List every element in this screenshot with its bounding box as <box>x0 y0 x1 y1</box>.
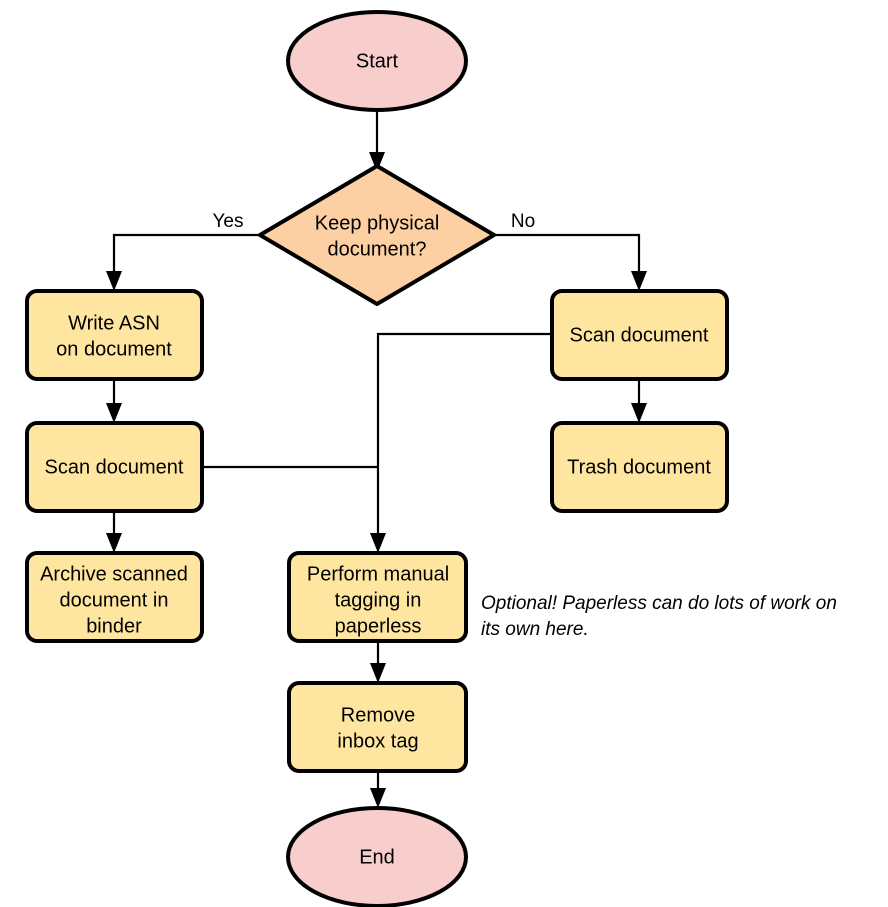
edge-write-asn-to-scan-left <box>106 379 122 423</box>
end-label: End <box>359 846 395 868</box>
arrowhead-icon <box>370 788 386 808</box>
archive-binder-rect <box>25 551 204 643</box>
manual-tagging-label-line1: Perform manual <box>307 563 449 585</box>
decision-label-line1: Keep physical <box>315 212 440 234</box>
node-archive-scanned-document-in-binder[interactable]: Archive scanned document in binder <box>25 551 204 643</box>
edge-tagging-to-remove-tag <box>370 641 386 683</box>
start-label: Start <box>356 50 399 72</box>
trash-document-rect <box>550 421 729 513</box>
edge-label-no: No <box>511 211 535 232</box>
manual-tagging-rect <box>287 551 468 643</box>
node-scan-document-left[interactable]: Scan document <box>25 421 204 513</box>
arrowhead-icon <box>370 663 386 683</box>
edge-scan-right-to-tagging <box>370 332 552 553</box>
edge-decision-yes <box>106 233 260 291</box>
arrowhead-icon <box>106 533 122 553</box>
edge-scan-left-to-archive <box>106 511 122 553</box>
scan-document-left-rect <box>25 421 204 513</box>
node-perform-manual-tagging[interactable]: Perform manual tagging in paperless <box>287 551 468 643</box>
decision-label-line2: document? <box>328 238 427 260</box>
decision-diamond <box>258 164 496 306</box>
arrowhead-icon <box>631 403 647 423</box>
node-decision-keep-physical-document[interactable]: Keep physical document? <box>258 164 496 306</box>
arrowhead-icon <box>370 533 386 553</box>
edge-decision-no <box>494 233 647 291</box>
node-end[interactable]: End <box>286 806 468 907</box>
node-scan-document-right[interactable]: Scan document <box>550 289 729 381</box>
arrowhead-icon <box>631 271 647 291</box>
manual-tagging-label-line2: tagging in <box>335 589 422 611</box>
edge-label-yes: Yes <box>213 211 244 232</box>
optional-note-line1: Optional! Paperless can do lots of work … <box>481 593 837 614</box>
remove-inbox-tag-label-line2: inbox tag <box>337 730 418 752</box>
edge-remove-tag-to-end <box>370 771 386 808</box>
archive-binder-label-line3: binder <box>86 615 142 637</box>
arrowhead-icon <box>106 403 122 423</box>
write-asn-rect <box>25 289 204 381</box>
node-remove-inbox-tag[interactable]: Remove inbox tag <box>287 681 468 773</box>
end-ellipse <box>286 806 468 907</box>
connector-layer <box>106 110 647 808</box>
write-asn-label-line2: on document <box>56 338 172 360</box>
edge-scan-right-to-trash <box>631 379 647 423</box>
arrowhead-icon <box>106 271 122 291</box>
manual-tagging-label-line3: paperless <box>335 615 422 637</box>
optional-note-line2: its own here. <box>481 619 589 640</box>
node-start[interactable]: Start <box>286 10 468 112</box>
remove-inbox-tag-label-line1: Remove <box>341 704 415 726</box>
arrowhead-icon <box>369 152 385 172</box>
scan-document-right-rect <box>550 289 729 381</box>
scan-document-left-label: Scan document <box>45 456 184 478</box>
scan-document-right-label: Scan document <box>570 324 709 346</box>
trash-document-label: Trash document <box>567 456 711 478</box>
archive-binder-label-line1: Archive scanned <box>40 563 188 585</box>
remove-inbox-tag-rect <box>287 681 468 773</box>
write-asn-label-line1: Write ASN <box>68 312 160 334</box>
node-trash-document[interactable]: Trash document <box>550 421 729 513</box>
archive-binder-label-line2: document in <box>60 589 169 611</box>
node-write-asn-on-document[interactable]: Write ASN on document <box>25 289 204 381</box>
start-ellipse <box>286 10 468 112</box>
annotation-optional-note: Optional! Paperless can do lots of work … <box>481 593 837 640</box>
edge-start-to-decision <box>369 110 385 172</box>
